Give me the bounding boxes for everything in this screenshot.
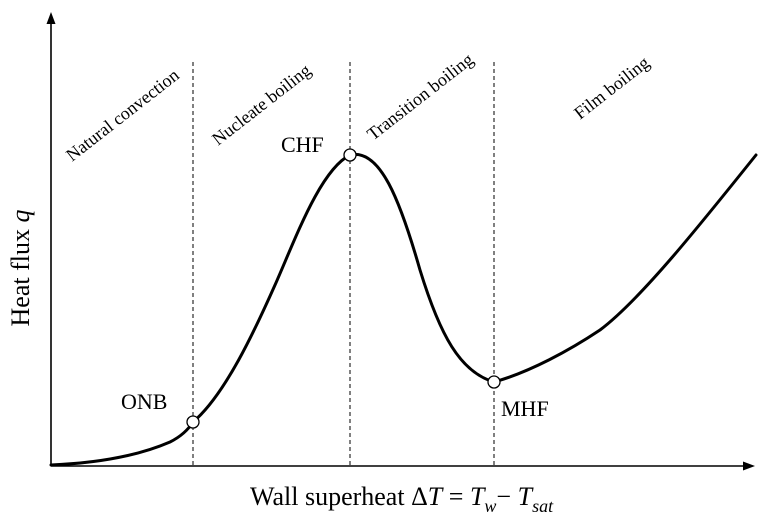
region-label-natural-convection: Natural convection bbox=[62, 65, 183, 165]
mhf-point bbox=[487, 375, 501, 389]
y-axis-title-prefix: Heat flux bbox=[6, 223, 35, 327]
regime-dividers bbox=[192, 62, 495, 466]
key-points bbox=[186, 148, 501, 429]
region-label-film-boiling: Film boiling bbox=[570, 52, 653, 123]
boiling-curve bbox=[49, 152, 758, 467]
x-axis-title-minus: − bbox=[496, 482, 517, 511]
mhf-label: MHF bbox=[501, 396, 549, 421]
x-axis-title-prefix: Wall superheat Δ bbox=[250, 482, 428, 511]
x-axis-title: Wall superheat ΔT = Tw− Tsat bbox=[250, 482, 554, 516]
region-label-transition-boiling: Transition boiling bbox=[363, 49, 477, 144]
x-axis-title-sub-sat: sat bbox=[532, 496, 554, 516]
axes bbox=[46, 12, 755, 471]
x-axis-title-eq: = bbox=[442, 482, 470, 511]
chf-label: CHF bbox=[281, 132, 324, 157]
y-axis-arrow bbox=[46, 12, 56, 24]
x-axis-title-sub-w: w bbox=[484, 496, 496, 516]
x-axis-title-t2: T bbox=[470, 482, 486, 511]
y-axis-title: Heat flux q bbox=[6, 210, 35, 327]
y-axis-title-symbol: q bbox=[6, 210, 35, 223]
chf-point bbox=[343, 148, 357, 162]
x-axis-title-t3: T bbox=[518, 482, 534, 511]
x-axis-title-t1: T bbox=[428, 482, 444, 511]
onb-label: ONB bbox=[121, 389, 167, 414]
x-axis-arrow bbox=[743, 461, 755, 471]
onb-point bbox=[186, 415, 200, 429]
